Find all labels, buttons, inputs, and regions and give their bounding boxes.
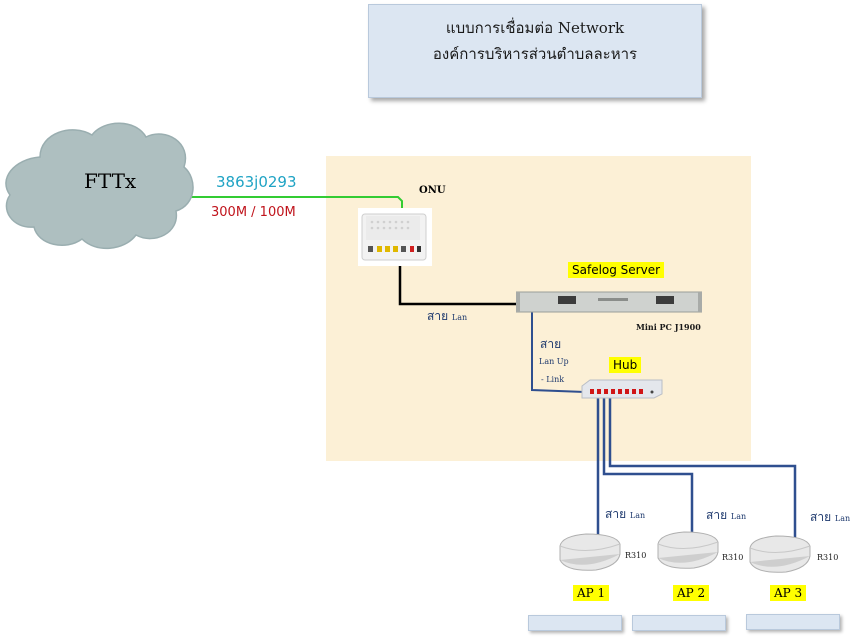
- cable-label-ap3: สาย Lan: [810, 508, 850, 527]
- cable-word: สาย: [810, 510, 832, 524]
- cable-label-onu-server: สาย Lan: [427, 307, 467, 326]
- ap2-label: AP 2: [673, 585, 710, 601]
- cable-label-ap2: สาย Lan: [706, 506, 746, 525]
- cable-sub: Lan: [451, 313, 468, 322]
- cable-word: สาย: [427, 309, 449, 323]
- ap2-base-box: [632, 615, 726, 631]
- ap1-model: R310: [625, 551, 647, 560]
- cable-label-server-hub-sub2: - Link: [541, 375, 565, 384]
- cable-sub: Lan: [629, 511, 646, 520]
- lan-line-ap3: [608, 396, 797, 540]
- cable-sub: Lan: [834, 514, 851, 523]
- cloud-label: FTTx: [84, 169, 137, 193]
- server-device-icon: [516, 291, 702, 313]
- onu-device-icon: [358, 208, 432, 266]
- server-model: Mini PC J1900: [636, 322, 701, 332]
- cable-word: สาย: [706, 508, 728, 522]
- hub-label: Hub: [609, 357, 642, 373]
- circuit-id: 3863j0293: [216, 173, 297, 191]
- server-label: Safelog Server: [568, 262, 665, 278]
- ap3-label: AP 3: [770, 585, 807, 601]
- lan-line-server-hub: [531, 312, 586, 393]
- diagram-title-line1: แบบการเชื่อมต่อ Network: [445, 19, 625, 37]
- access-point-icon: [559, 533, 621, 571]
- ap1-label: AP 1: [573, 585, 610, 601]
- ap2-model: R310: [722, 553, 744, 562]
- cloud-icon: [5, 122, 194, 250]
- fiber-line: [185, 196, 403, 212]
- diagram-title-line2: องค์การบริหารส่วนตำบลละหาร: [432, 45, 638, 63]
- lan-line-onu-server: [398, 256, 518, 306]
- ap3-model: R310: [817, 553, 839, 562]
- link-speed: 300M / 100M: [211, 205, 296, 220]
- lan-line-ap2: [602, 396, 694, 534]
- ap3-base-box: [746, 614, 840, 630]
- cable-sub: Lan: [730, 512, 747, 521]
- diagram-title-box: แบบการเชื่อมต่อ Network องค์การบริหารส่ว…: [368, 4, 702, 98]
- cable-label-server-hub-sub1: Lan Up: [539, 357, 569, 366]
- onu-label: ONU: [419, 185, 446, 196]
- access-point-icon: [657, 531, 719, 569]
- hub-device-icon: [581, 379, 663, 399]
- ap1-base-box: [528, 615, 622, 631]
- cable-word: สาย: [605, 507, 627, 521]
- access-point-icon: [749, 535, 811, 573]
- cable-label-server-hub-word: สาย: [540, 337, 562, 351]
- cable-label-ap1: สาย Lan: [605, 505, 645, 524]
